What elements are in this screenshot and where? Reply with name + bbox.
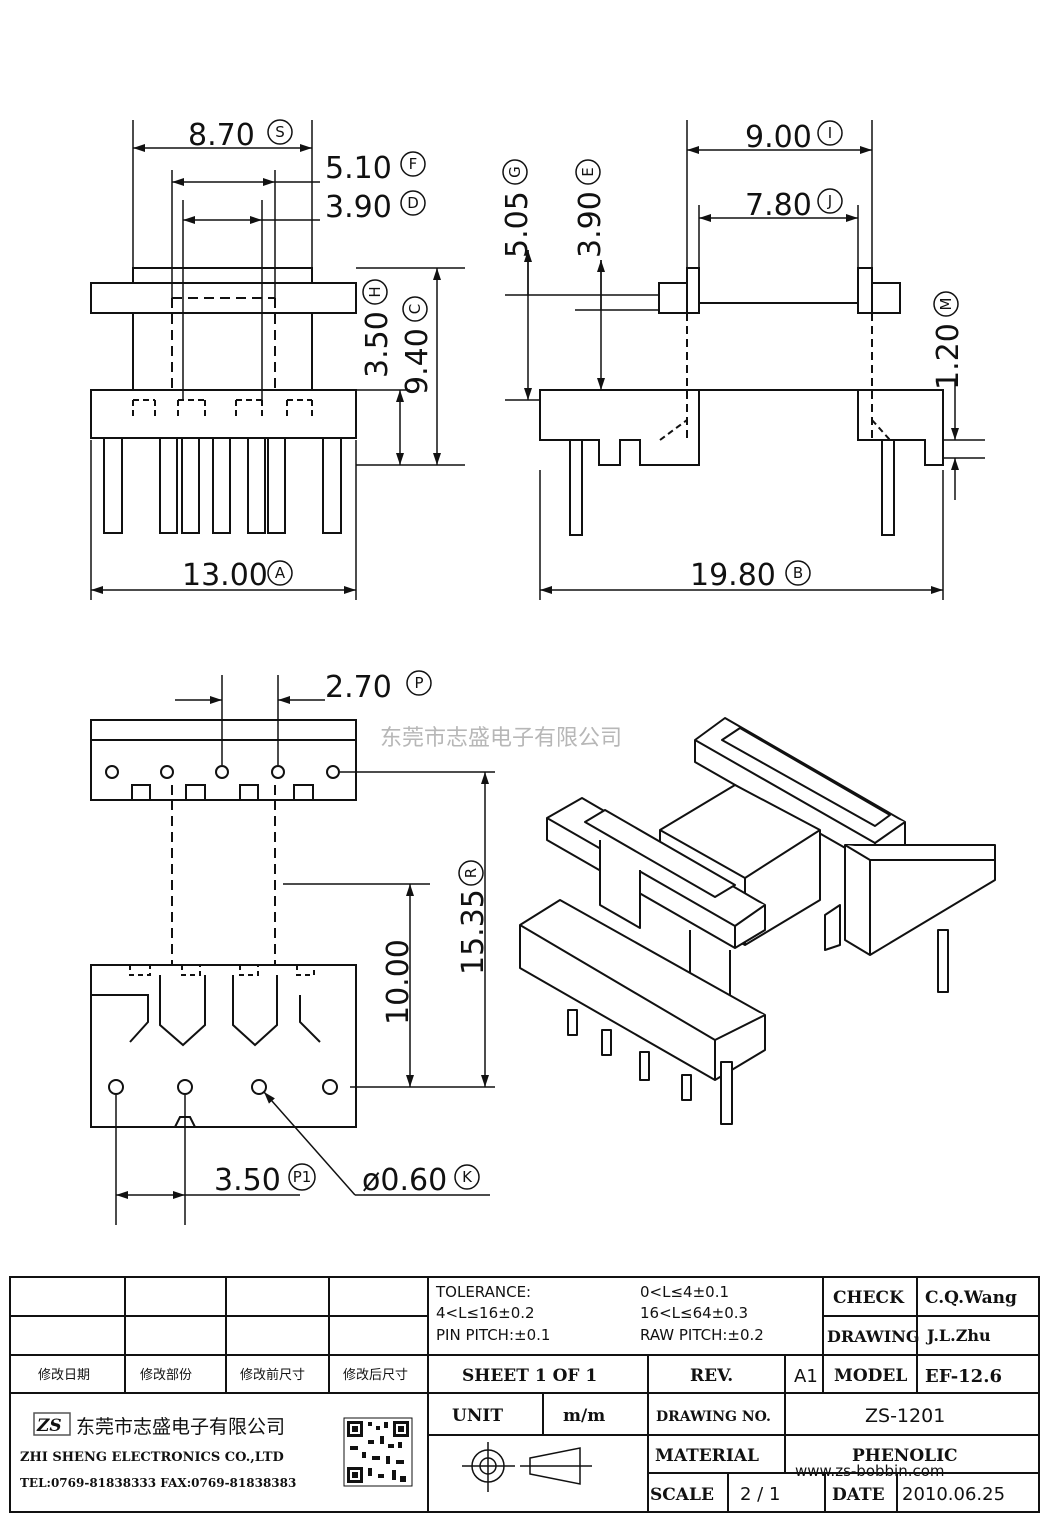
side-view bbox=[539, 267, 944, 536]
dim-code-g: G bbox=[506, 166, 524, 178]
bottom-dim-labels: 2.70 P 15.35 R 10.00 3.50 P1 ø0.60 K bbox=[214, 670, 491, 1198]
model-value: EF-12.6 bbox=[925, 1366, 1002, 1387]
dim-code-p: P bbox=[414, 674, 423, 692]
title-block-text: 修改日期 修改部份 修改前尺寸 修改后尺寸 TOLERANCE: 0<L≤4±0… bbox=[20, 1283, 1017, 1505]
tolerance-3: 16<L≤64±0.3 bbox=[640, 1304, 748, 1322]
side-dimensions bbox=[505, 120, 985, 600]
scale-value: 2 / 1 bbox=[740, 1484, 780, 1505]
dim-g: 5.05 bbox=[500, 191, 535, 258]
dim-k: ø0.60 bbox=[362, 1163, 447, 1198]
material-value: PHENOLIC bbox=[852, 1446, 958, 1466]
material-label: MATERIAL bbox=[655, 1446, 759, 1466]
dim-code-s-circle bbox=[267, 119, 293, 145]
dim-e: 3.90 bbox=[573, 191, 608, 258]
side-base bbox=[539, 389, 700, 466]
drawing-no-label: DRAWING NO. bbox=[656, 1409, 771, 1425]
dim-a: 13.00 bbox=[182, 558, 268, 593]
raw-pitch: RAW PITCH:±0.2 bbox=[640, 1326, 764, 1344]
dim-code-f: F bbox=[409, 155, 418, 173]
dim-code-c: C bbox=[406, 304, 424, 314]
dim-code-e: E bbox=[579, 167, 597, 176]
rev-header-before: 修改前尺寸 bbox=[240, 1367, 305, 1383]
unit-label: UNIT bbox=[452, 1406, 503, 1426]
dim-code-i: I bbox=[828, 124, 832, 142]
tolerance-1: 0<L≤4±0.1 bbox=[640, 1283, 729, 1301]
bottom-dimensions bbox=[115, 675, 495, 1225]
rev-label: REV. bbox=[690, 1366, 733, 1386]
tolerance-2: 4<L≤16±0.2 bbox=[436, 1304, 535, 1322]
dim-ten: 10.00 bbox=[381, 939, 416, 1025]
drawing-value: J.L.Zhu bbox=[925, 1326, 991, 1345]
check-value: C.Q.Wang bbox=[925, 1288, 1017, 1308]
dim-i: 9.00 bbox=[745, 120, 812, 155]
dim-code-r: R bbox=[462, 868, 480, 878]
watermark-url: www.zs-bobbin.com bbox=[795, 1462, 945, 1480]
qr-code-icon bbox=[343, 1417, 413, 1487]
company-cn: 东莞市志盛电子有限公司 bbox=[76, 1416, 285, 1438]
date-value: 2010.06.25 bbox=[902, 1484, 1005, 1505]
dim-c: 9.40 bbox=[400, 328, 435, 395]
logo-text: ZS bbox=[36, 1416, 62, 1436]
sheet: SHEET 1 OF 1 bbox=[462, 1366, 597, 1386]
dim-code-m: M bbox=[937, 298, 955, 311]
isometric-view bbox=[519, 717, 996, 1125]
dim-code-a: A bbox=[275, 564, 286, 582]
rev-header-after: 修改后尺寸 bbox=[343, 1368, 408, 1383]
dim-m: 1.20 bbox=[931, 323, 966, 390]
dim-p: 2.70 bbox=[325, 670, 392, 705]
dim-b: 19.80 bbox=[690, 558, 776, 593]
company-logo: ZS bbox=[33, 1412, 71, 1436]
dim-p1: 3.50 bbox=[214, 1163, 281, 1198]
front-base bbox=[90, 389, 357, 439]
date-label: DATE bbox=[832, 1485, 885, 1505]
dim-code-d: D bbox=[407, 194, 419, 212]
bottom-view bbox=[90, 719, 357, 1128]
dim-r: 15.35 bbox=[456, 889, 491, 975]
pin-pitch: PIN PITCH:±0.1 bbox=[436, 1326, 550, 1344]
dim-j: 7.80 bbox=[745, 188, 812, 223]
rev-header-part: 修改部份 bbox=[140, 1368, 192, 1383]
front-dimensions bbox=[90, 120, 465, 600]
front-view bbox=[90, 267, 357, 534]
rev-value: A1 bbox=[794, 1366, 818, 1387]
drawing-no-value: ZS-1201 bbox=[865, 1405, 945, 1427]
title-block-lines bbox=[9, 1276, 1040, 1513]
rev-header-date: 修改日期 bbox=[38, 1368, 90, 1383]
dim-code-s: S bbox=[275, 123, 285, 141]
dim-h: 3.50 bbox=[360, 311, 395, 378]
dim-code-p1: P1 bbox=[293, 1168, 312, 1186]
projection-symbol-icon bbox=[462, 1442, 592, 1492]
tolerance-label: TOLERANCE: bbox=[435, 1283, 531, 1301]
model-label: MODEL bbox=[834, 1366, 907, 1386]
check-label: CHECK bbox=[833, 1288, 905, 1308]
unit-value: m/m bbox=[563, 1406, 605, 1426]
dim-f: 5.10 bbox=[325, 151, 392, 186]
company-en: ZHI SHENG ELECTRONICS CO.,LTD bbox=[20, 1450, 284, 1465]
watermark: 东莞市志盛电子有限公司 bbox=[380, 726, 622, 751]
dim-code-b: B bbox=[793, 564, 803, 582]
drawing-label: DRAWING bbox=[827, 1327, 920, 1346]
company-contact: TEL:0769-81838333 FAX:0769-81838383 bbox=[20, 1476, 296, 1490]
dim-s: 8.70 bbox=[188, 118, 255, 153]
side-dim-labels: 9.00 I 7.80 J 5.05 G 3.90 E 1.20 M 19.80… bbox=[500, 120, 966, 593]
dim-code-h: H bbox=[366, 286, 384, 297]
dim-d: 3.90 bbox=[325, 190, 392, 225]
scale-label: SCALE bbox=[650, 1485, 714, 1505]
front-dim-labels: 8.70 S 5.10 F 3.90 D 3.50 H 9.40 C 13.00… bbox=[182, 118, 435, 593]
dim-code-k: K bbox=[462, 1168, 473, 1186]
dim-code-j: J bbox=[827, 192, 832, 210]
